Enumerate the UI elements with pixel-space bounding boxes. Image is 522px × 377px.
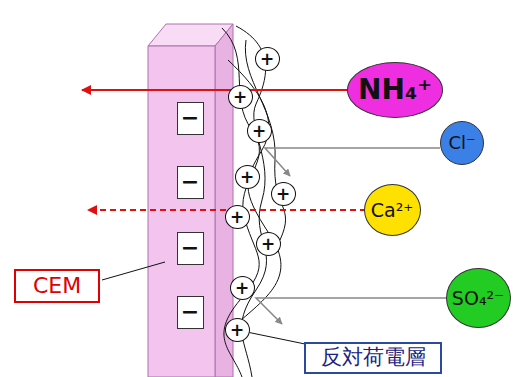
positive-charge: +: [228, 85, 253, 109]
node-text: +: [230, 208, 244, 227]
positive-charge: +: [255, 47, 280, 71]
membrane-label: CEM: [14, 269, 100, 303]
leader-line: [102, 262, 165, 280]
positive-charge: +: [271, 182, 296, 206]
membrane-front: [148, 46, 215, 377]
node-text: NH₄⁺: [358, 75, 432, 106]
ammonium-ion: NH₄⁺: [347, 62, 443, 118]
node-text: −: [181, 236, 199, 260]
leader-line: [249, 333, 304, 344]
node-text: −: [181, 170, 199, 194]
node-text: SO₄²⁻: [452, 288, 504, 309]
calcium-ion: Ca²⁺: [364, 184, 421, 236]
repulsion-arrow: [265, 148, 440, 176]
positive-charge: +: [225, 318, 250, 342]
node-text: 反対荷電層: [321, 346, 426, 369]
node-text: +: [240, 168, 254, 187]
fixed-negative-charge: −: [177, 296, 204, 329]
node-text: −: [181, 300, 199, 324]
node-text: +: [260, 50, 274, 69]
polymer-chain: [222, 28, 259, 377]
positive-charge: +: [225, 205, 250, 229]
node-text: +: [235, 279, 249, 298]
fixed-negative-charge: −: [177, 166, 204, 199]
node-text: +: [252, 122, 266, 141]
positive-charge: +: [230, 276, 255, 300]
fixed-negative-charge: −: [177, 102, 204, 135]
node-text: Ca²⁺: [371, 200, 414, 221]
node-text: +: [261, 235, 275, 254]
node-text: +: [230, 321, 244, 340]
node-text: CEM: [33, 274, 81, 298]
repulsion-arrow: [256, 298, 450, 324]
chloride-ion: Cl⁻: [440, 121, 484, 165]
positive-charge: +: [256, 232, 281, 256]
layer-label: 反対荷電層: [304, 342, 442, 374]
node-text: −: [181, 106, 199, 130]
node-text: +: [276, 185, 290, 204]
node-text: Cl⁻: [448, 133, 475, 153]
positive-charge: +: [235, 165, 260, 189]
sulfate-ion: SO₄²⁻: [446, 268, 511, 328]
fixed-negative-charge: −: [177, 232, 204, 265]
positive-charge: +: [247, 119, 272, 143]
permeation-arrow: [82, 89, 347, 91]
node-text: +: [233, 88, 247, 107]
